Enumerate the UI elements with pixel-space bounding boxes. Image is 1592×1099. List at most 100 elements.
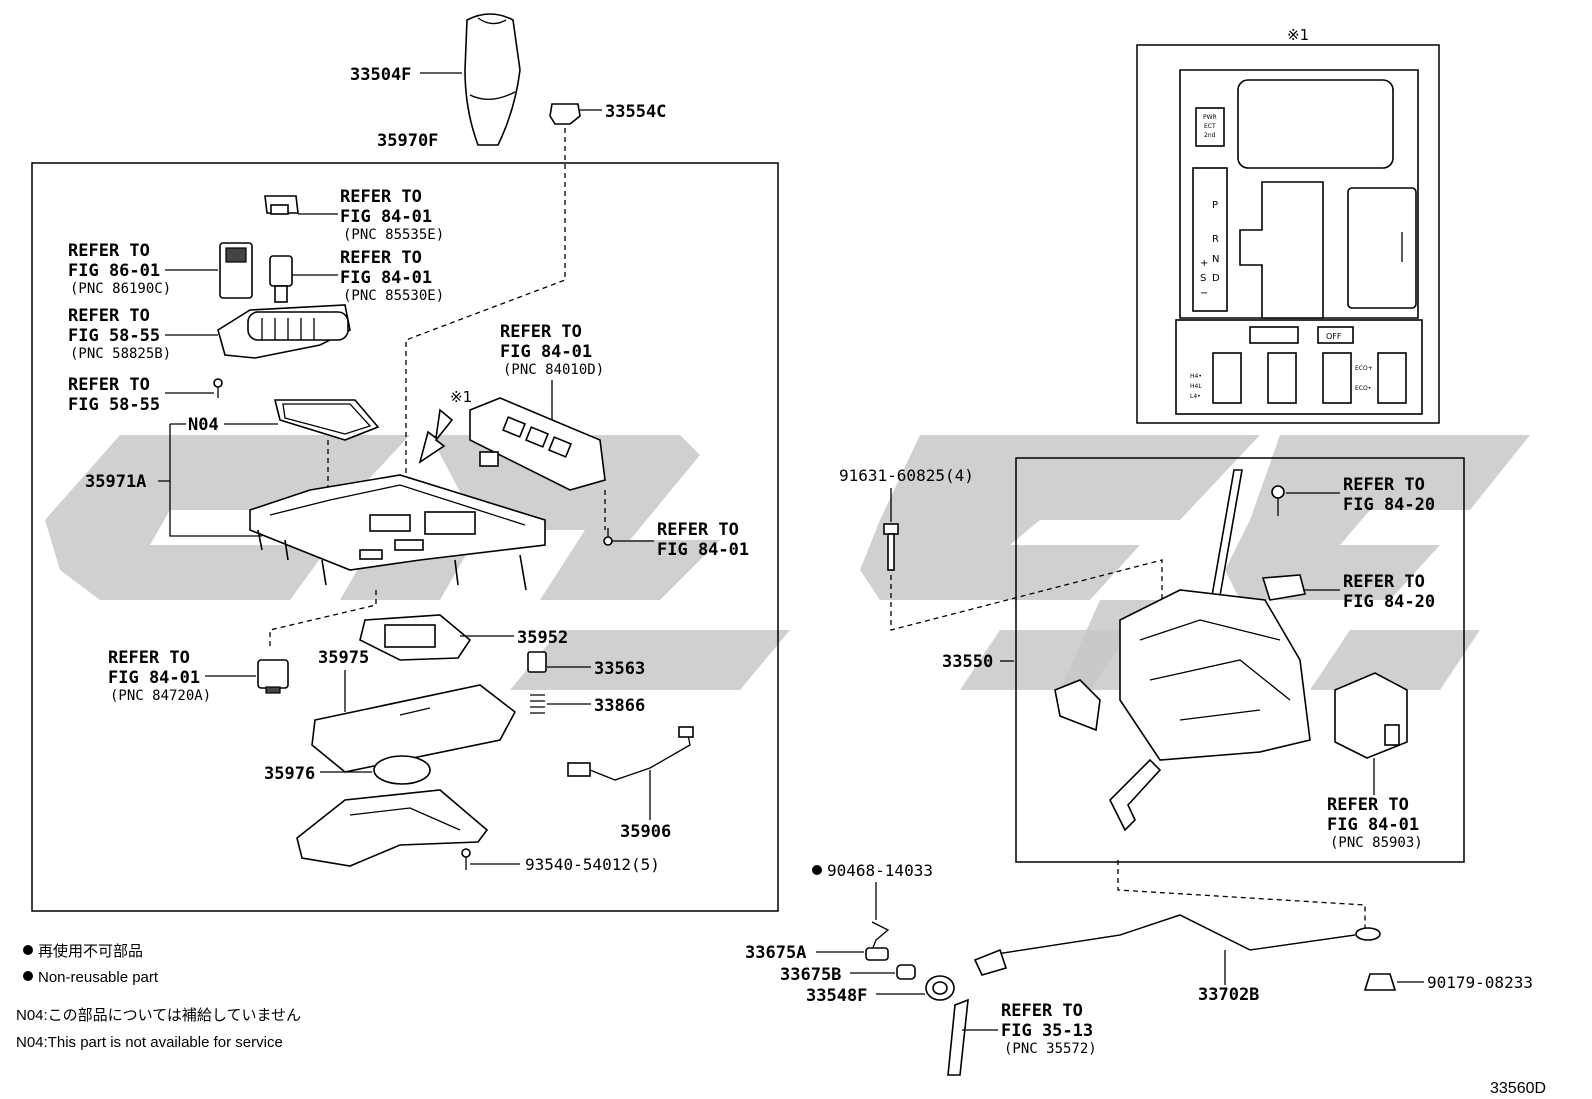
inset-off-label: OFF — [1326, 332, 1342, 341]
label-35975: 35975 — [318, 648, 369, 668]
inset-frame — [1136, 44, 1440, 424]
ref-84720a-l3: (PNC 84720A) — [110, 688, 211, 704]
inset-plus: + — [1200, 258, 1208, 269]
legend-nr-en: Non-reusable part — [38, 969, 159, 986]
inset-mode-ect: ECT — [1204, 123, 1216, 130]
ref-35572-l2: FIG 35-13 — [1001, 1021, 1093, 1041]
label-35971a: 35971A — [85, 472, 146, 492]
bolt-91631 — [883, 523, 899, 571]
label-33675a: 33675A — [745, 943, 806, 963]
view-arrow — [418, 408, 454, 464]
switch-assembly-58825b — [217, 304, 351, 359]
legend-dot-jp — [23, 945, 33, 955]
ref-35572-l1: REFER TO — [1001, 1001, 1083, 1021]
disc-35976 — [373, 755, 431, 785]
watermark — [45, 435, 1530, 690]
ref-84720a-l2: FIG 84-01 — [108, 668, 200, 688]
ref-84010d-l3: (PNC 84010D) — [503, 362, 604, 378]
nut-90179 — [1363, 973, 1397, 991]
slide-cover-35975 — [311, 684, 517, 773]
inset-side-2: ECO• — [1355, 385, 1371, 392]
inset-row-2: H4L — [1190, 383, 1202, 390]
ref-85903-l3: (PNC 85903) — [1330, 835, 1423, 851]
ref-86190c-l1: REFER TO — [68, 241, 150, 261]
label-93540: 93540-54012(5) — [525, 855, 660, 874]
inset-gear-p: P — [1212, 200, 1218, 211]
clip-33554c — [549, 103, 581, 125]
part-84720a — [257, 659, 289, 694]
inset-side-1: ECO+ — [1355, 365, 1373, 372]
ref-84-20-a-l1: REFER TO — [1343, 475, 1425, 495]
right-group-frame — [1015, 457, 1465, 863]
switch-bank-84010d — [469, 397, 606, 491]
label-n04: N04 — [188, 415, 219, 435]
ref-84-01-a-l1: REFER TO — [657, 520, 739, 540]
label-91631: 91631-60825(4) — [839, 466, 974, 485]
screw-84-20 — [1271, 485, 1285, 516]
screw-93540 — [461, 848, 471, 870]
pin-33675a — [865, 947, 889, 961]
label-33702b: 33702B — [1198, 985, 1259, 1005]
inset-gear-r: R — [1212, 234, 1219, 245]
label-35952: 35952 — [517, 628, 568, 648]
ref-86190c-l2: FIG 86-01 — [68, 261, 160, 281]
switch-85535e — [264, 195, 299, 215]
clip-90468 — [871, 921, 890, 951]
inset-gear-d: D — [1212, 273, 1220, 284]
inset-console-view — [1175, 69, 1423, 415]
ref-58-55-l2: FIG 58-55 — [68, 395, 160, 415]
button-33563 — [527, 651, 547, 673]
ref-85535e-l3: (PNC 85535E) — [343, 227, 444, 243]
ref-84010d-l1: REFER TO — [500, 322, 582, 342]
legend-dot-en — [23, 971, 33, 981]
switch-86190c — [219, 242, 253, 299]
inset-mode-pwr: PWR — [1203, 114, 1217, 121]
label-35976: 35976 — [264, 764, 315, 784]
ref-84-20-b-l2: FIG 84-20 — [1343, 592, 1435, 612]
inset-gear-n: N — [1212, 254, 1219, 265]
spring-33866 — [530, 694, 545, 714]
console-panel-35971a — [249, 474, 546, 591]
label-33866: 33866 — [594, 696, 645, 716]
label-35970f: 35970F — [377, 131, 438, 151]
ref-85535e-l2: FIG 84-01 — [340, 207, 432, 227]
wire-35906 — [567, 726, 694, 781]
gasket-n04 — [273, 399, 380, 441]
inset-mark-x1: ※1 — [1287, 26, 1309, 44]
inset-minus: − — [1200, 288, 1208, 299]
label-33675b: 33675B — [780, 965, 841, 985]
ref-84-20-b-l1: REFER TO — [1343, 572, 1425, 592]
ref-58825b-l3: (PNC 58825B) — [70, 346, 171, 362]
non-reusable-dot — [812, 865, 822, 875]
ref-85535e-l1: REFER TO — [340, 187, 422, 207]
mark-x1-arrow: ※1 — [450, 388, 472, 406]
label-33563: 33563 — [594, 659, 645, 679]
ref-85903-l1: REFER TO — [1327, 795, 1409, 815]
inset-s: S — [1200, 273, 1206, 284]
ref-86190c-l3: (PNC 86190C) — [70, 281, 171, 297]
ref-58-55-l1: REFER TO — [68, 375, 150, 395]
bracket-84-20 — [1261, 574, 1306, 601]
left-group-frame — [31, 162, 779, 912]
ref-84720a-l1: REFER TO — [108, 648, 190, 668]
bushing-33548f — [925, 975, 955, 1001]
screw-84-01 — [603, 528, 613, 546]
ref-85903-l2: FIG 84-01 — [1327, 815, 1419, 835]
bushing-33675b — [896, 964, 916, 980]
lower-housing — [296, 789, 489, 867]
switch-85530e — [269, 255, 293, 303]
label-90179: 90179-08233 — [1427, 973, 1533, 992]
ref-84-20-a-l2: FIG 84-20 — [1343, 495, 1435, 515]
screw-58-55 — [213, 378, 223, 398]
ref-58825b-l1: REFER TO — [68, 306, 150, 326]
label-35906: 35906 — [620, 822, 671, 842]
label-90468: 90468-14033 — [827, 861, 933, 880]
ref-84010d-l2: FIG 84-01 — [500, 342, 592, 362]
legend-nr-jp: 再使用不可部品 — [38, 943, 143, 960]
ref-58825b-l2: FIG 58-55 — [68, 326, 160, 346]
label-33504f: 33504F — [350, 65, 411, 85]
label-33554c: 33554C — [605, 102, 666, 122]
shift-lever-assembly-33550 — [1054, 469, 1311, 832]
inset-row-3: L4• — [1190, 393, 1201, 400]
